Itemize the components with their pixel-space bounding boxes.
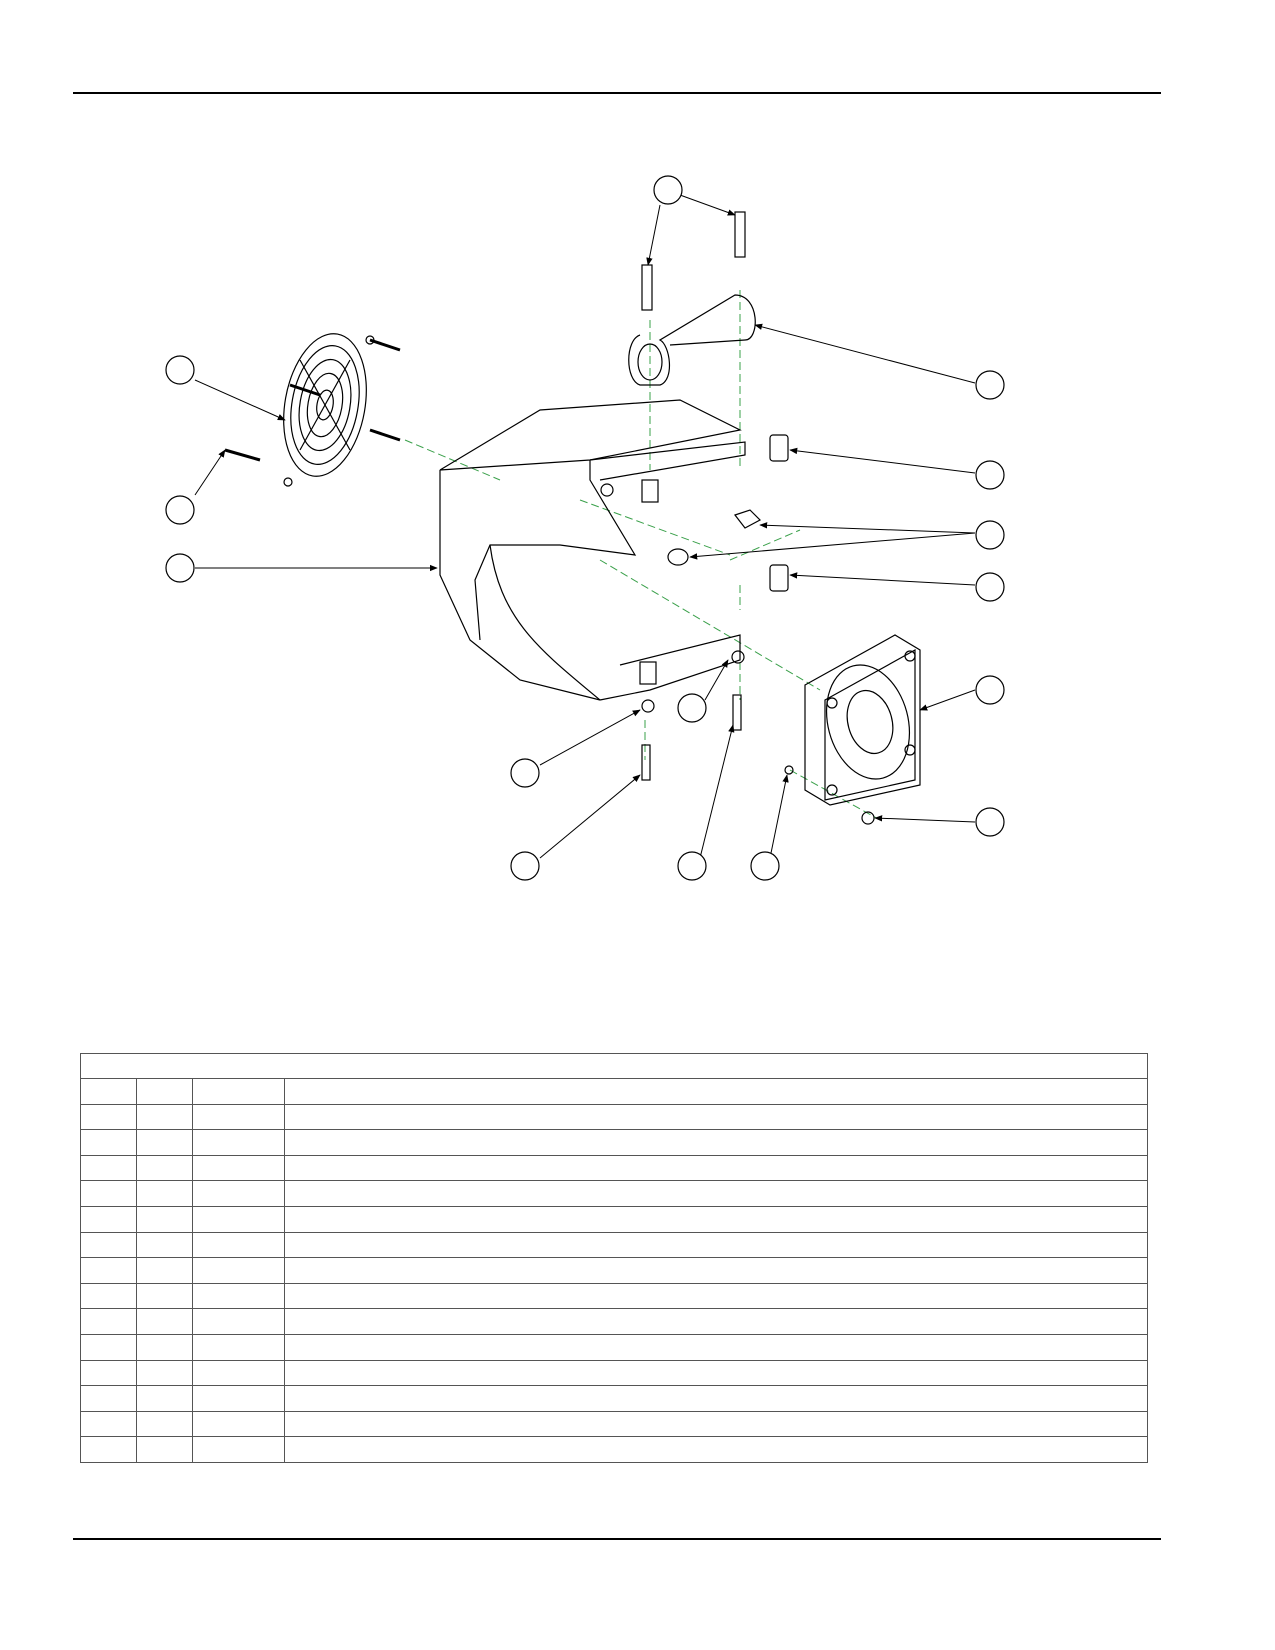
- table-row: [80, 1103, 1148, 1131]
- exploded-assembly-diagram: [165, 175, 1005, 881]
- table-row: [80, 1180, 1148, 1207]
- parts-list-table: [80, 1053, 1148, 1463]
- balloon: [677, 693, 707, 723]
- table-row: [80, 1333, 1148, 1361]
- balloon: [975, 460, 1005, 490]
- balloon: [975, 520, 1005, 550]
- balloon: [653, 175, 683, 205]
- handle-screws: [641, 211, 746, 311]
- table-row: [80, 1282, 1148, 1310]
- balloon: [165, 495, 195, 525]
- balloon: [510, 758, 540, 788]
- header-item: [80, 1078, 137, 1105]
- footer-rule: [73, 1538, 1161, 1540]
- shroud-bracket-part: [439, 399, 746, 701]
- header-qty: [136, 1078, 193, 1105]
- table-row: [80, 1231, 1148, 1259]
- fan-guard-part: [283, 333, 375, 487]
- header-part-number: [192, 1078, 285, 1105]
- table-row: [80, 1308, 1148, 1335]
- table-row: [80, 1205, 1148, 1233]
- balloon: [975, 572, 1005, 602]
- balloon: [975, 807, 1005, 837]
- table-row: [80, 1154, 1148, 1182]
- assembly-centerlines: [404, 290, 881, 821]
- table-row: [80, 1410, 1148, 1438]
- balloon: [750, 851, 780, 881]
- handle-part: [628, 294, 756, 386]
- table-title-row: [80, 1053, 1148, 1079]
- table-row: [80, 1359, 1148, 1387]
- header-rule: [73, 92, 1161, 94]
- balloon: [510, 851, 540, 881]
- item-balloons: [165, 175, 1005, 881]
- cooling-fan-part: [804, 634, 921, 806]
- balloon: [165, 553, 195, 583]
- table-row: [80, 1129, 1148, 1156]
- table-header-row: [80, 1078, 1148, 1105]
- table-row: [80, 1257, 1148, 1284]
- balloon: [677, 851, 707, 881]
- fan-guard-screws: [224, 338, 401, 462]
- leader-lines: [194, 194, 976, 859]
- header-description: [284, 1078, 1148, 1105]
- balloon: [165, 355, 195, 385]
- balloon: [975, 370, 1005, 400]
- table-row: [80, 1385, 1148, 1412]
- table-row: [80, 1436, 1148, 1463]
- table-title: [80, 1053, 1148, 1079]
- balloon: [975, 675, 1005, 705]
- spacers-and-fittings: [641, 434, 875, 825]
